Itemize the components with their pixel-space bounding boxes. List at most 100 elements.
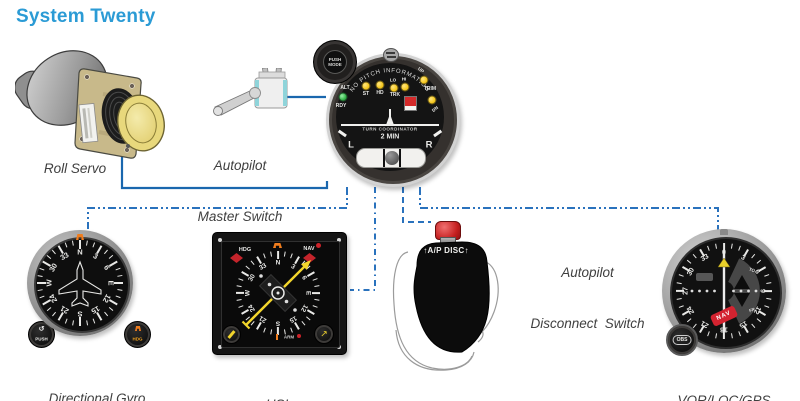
- tc-title: TURN COORDINATOR: [362, 126, 418, 132]
- tc-lo-led: [390, 84, 398, 92]
- disconnect-label-line1: Autopilot: [561, 265, 614, 280]
- tc-inclinometer: [356, 148, 426, 168]
- servo-capstan: [117, 94, 165, 152]
- hsi-center-dot: [276, 291, 280, 295]
- wire-tc-to-dg: [87, 187, 348, 229]
- tc-st-led: [362, 82, 370, 90]
- hsi-cdi-dot: [267, 282, 272, 287]
- hsi-lubber-mark: [276, 334, 278, 340]
- hsi-course-knob: ↗: [314, 324, 334, 344]
- tc-left-mark: L: [348, 139, 354, 151]
- vor-label: VOR/LOC/GPS (shown for reference): [640, 358, 800, 401]
- switch-pivot: [249, 87, 261, 99]
- rose-label: W: [44, 279, 54, 287]
- vor-obs-knob: OBS: [666, 324, 698, 356]
- page-title: System Twenty: [16, 6, 156, 27]
- hsi-label: HSI (compatible): [207, 362, 347, 401]
- tc-trim-label: TRIM: [423, 86, 437, 92]
- tc-face: NO PITCH INFORMATION ALT RDY ST HD LO HI…: [336, 63, 444, 171]
- dg-label-line1: Directional Gyro: [48, 391, 146, 401]
- tc-alt-label: ALT: [340, 85, 350, 91]
- hsi-warn-lamp: [316, 243, 321, 248]
- vor-label-line1: VOR/LOC/GPS: [677, 393, 771, 401]
- rose-label: 27: [682, 287, 690, 295]
- master-switch-label-line1: Autopilot: [213, 158, 267, 173]
- wire-tc-to-disconnect: [402, 187, 431, 223]
- servo-screw: [84, 74, 90, 80]
- dg-label: Directional Gyro (compatible): [22, 356, 172, 401]
- master-switch-label: Autopilot Master Switch: [170, 123, 310, 259]
- hsi-screw: [337, 238, 341, 242]
- disconnect-label-line2: Disconnect Switch: [530, 316, 645, 331]
- tc-st-label: ST: [362, 91, 370, 97]
- hsi-hdg-flag: [230, 253, 243, 263]
- rose-label: S: [77, 309, 83, 319]
- tick-mark: [723, 243, 725, 251]
- hsi-cdi-dot: [293, 308, 297, 312]
- roll-servo-illustration: [15, 50, 165, 159]
- vor-face-art: [690, 250, 760, 332]
- vor-cdi-dot: [713, 289, 716, 293]
- hsi-nav-label: NAV: [303, 246, 315, 252]
- master-switch-illustration: [213, 68, 288, 116]
- vor-cdi-dot: [698, 289, 701, 293]
- rose-label: E: [106, 280, 116, 286]
- tick-mark: [277, 251, 279, 259]
- tc-hd-led: [376, 81, 384, 89]
- servo-screw: [124, 147, 130, 153]
- rose-label: 9: [758, 289, 766, 293]
- hsi-arm-label: ARM: [283, 334, 295, 340]
- rose-label: 18: [720, 325, 728, 333]
- vor-cdi-dot: [754, 289, 758, 293]
- hsi-cdi-dot: [284, 299, 289, 304]
- vor-cdi-dot: [747, 289, 750, 293]
- tc-hi-led: [401, 83, 409, 91]
- hsi-arm-lamp: [297, 334, 301, 338]
- wire-servo-to-tc: [120, 148, 329, 190]
- tc-mode-knob-button: PUSH MODE: [323, 50, 347, 74]
- stec-logo-mark: [386, 52, 395, 54]
- dg-hdg-knob: HDG: [124, 321, 151, 348]
- hsi-left-knob: [222, 325, 241, 344]
- tc-trim-dn-led: [428, 96, 436, 104]
- servo-spec-label: [78, 102, 99, 144]
- heading-bug-icon: [135, 326, 141, 331]
- tc-rate: 2 MIN: [380, 133, 400, 141]
- vor-cdi-dot: [705, 289, 709, 293]
- vor-obs-label: OBS: [672, 335, 692, 345]
- rotate-arrow-icon: ↺: [38, 326, 45, 333]
- tc-hi-label: HI: [401, 76, 407, 82]
- dg-airplane-symbol: [58, 260, 102, 307]
- hsi-course-tail-bar: [241, 320, 251, 330]
- master-switch-label-line2: Master Switch: [197, 209, 283, 224]
- stec-logo: [383, 48, 399, 62]
- tc-mode-knob: PUSH MODE: [313, 40, 357, 84]
- tc-rdy-led: [339, 93, 347, 101]
- vor-to-pointer: [734, 275, 750, 289]
- rose-label: N: [77, 247, 83, 257]
- wire-tc-to-vor: [419, 187, 719, 230]
- wire-tc-to-hsi: [350, 187, 376, 291]
- vor-cdi-dot: [690, 289, 694, 293]
- switch-body-accent: [283, 80, 287, 106]
- hsi-aircraft-symbol: [271, 286, 285, 300]
- switch-lever-tip: [213, 106, 223, 116]
- inclinometer-ball: [385, 151, 399, 165]
- servo-screw: [129, 83, 135, 89]
- tc-right-mark: R: [425, 139, 433, 151]
- vor-cdi-dot: [732, 289, 735, 293]
- inclinometer-line: [383, 149, 385, 167]
- hsi-label-line1: HSI: [207, 396, 347, 401]
- tc-rdy-label: RDY: [335, 103, 347, 109]
- tc-trk-label: TRK: [389, 92, 401, 98]
- servo-screw: [126, 144, 130, 148]
- dg-hdg-knob-label: HDG: [132, 336, 143, 342]
- hsi-screw: [218, 345, 222, 349]
- rose-label: N: [275, 259, 281, 267]
- dg-push-knob-label: PUSH: [35, 336, 48, 342]
- roll-servo-label: Roll Servo: [43, 161, 107, 176]
- tc-face-art: NO PITCH INFORMATION: [341, 68, 439, 126]
- hsi-heading-bug: [273, 243, 282, 248]
